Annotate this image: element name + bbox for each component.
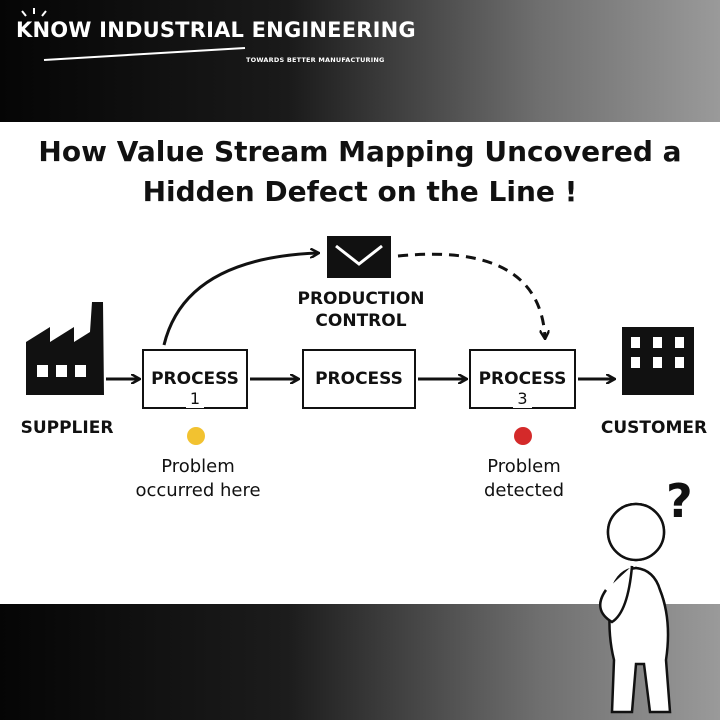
process-box-3: PROCESS 3: [469, 349, 576, 409]
problem-occurred-dot: [187, 427, 205, 445]
process-name: PROCESS: [151, 369, 239, 389]
envelope-icon: [327, 236, 391, 278]
question-mark: ?: [666, 474, 693, 528]
production-control-label: PRODUCTION CONTROL: [297, 289, 425, 331]
lightbulb-rays-icon: [21, 8, 47, 17]
problem-occurred-note: Problem occurred here: [135, 456, 261, 501]
brand-swoosh: [21, 8, 246, 61]
process-name: PROCESS: [478, 369, 567, 389]
header-banner: KNOW INDUSTRIAL ENGINEERING TOWARDS BETT…: [0, 0, 720, 122]
supplier-label: SUPPLIER: [20, 418, 114, 438]
dashed-arrow-production-control-to-process-3: [397, 252, 545, 338]
process-number: 3: [513, 389, 532, 408]
brand-name: KNOW INDUSTRIAL ENGINEERING: [16, 18, 416, 42]
problem-detected-dot: [514, 427, 532, 445]
factory-icon: [26, 302, 104, 395]
building-icon: [622, 327, 694, 395]
footer-banner: [0, 604, 720, 720]
page-title: How Value Stream Mapping Uncovered a Hid…: [38, 135, 682, 208]
process-number: 1: [185, 389, 205, 408]
confused-person-figure: [599, 502, 672, 714]
process-name: PROCESS: [315, 369, 403, 389]
arrow-process-1-to-production-control: [162, 253, 318, 346]
brand-tagline: TOWARDS BETTER MANUFACTURING: [246, 56, 385, 64]
problem-detected-note: Problem detected: [483, 456, 565, 501]
process-box-2: PROCESS: [302, 349, 416, 409]
customer-label: CUSTOMER: [600, 418, 708, 438]
process-box-1: PROCESS 1: [142, 349, 248, 409]
